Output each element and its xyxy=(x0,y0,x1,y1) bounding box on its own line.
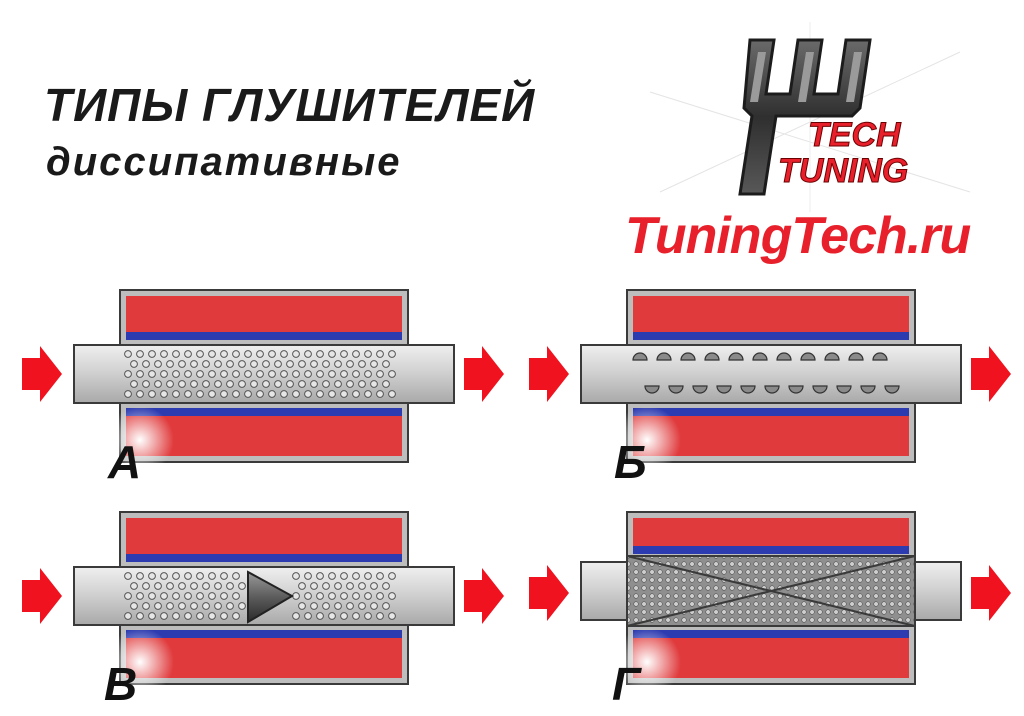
outlet-arrow xyxy=(464,568,504,624)
flow-cone xyxy=(247,570,295,624)
liner-bottom xyxy=(633,630,909,638)
liner-top xyxy=(126,332,402,340)
louver-openings xyxy=(632,352,900,394)
inlet-arrow xyxy=(22,346,62,402)
insulation-top xyxy=(633,296,909,332)
inlet-arrow xyxy=(529,565,569,621)
liner-top xyxy=(633,332,909,340)
outlet-arrow xyxy=(464,346,504,402)
tuningtech-logo: TECH TUNING xyxy=(649,22,971,212)
panel-label-a: А xyxy=(107,436,141,488)
outlet-arrow xyxy=(971,565,1011,621)
logo-text-tuning: TUNING xyxy=(778,152,908,190)
website-label: TuningTech.ru xyxy=(625,207,971,265)
outlet-arrow xyxy=(971,346,1011,402)
muffler-panel-g: Г xyxy=(529,511,1011,710)
inlet-arrow xyxy=(529,346,569,402)
muffler-panel-v: В xyxy=(22,511,504,710)
liner-top xyxy=(633,546,909,554)
page-subtitle: диссипативные xyxy=(46,140,402,184)
panel-label-g: Г xyxy=(612,658,642,710)
panel-label-b: Б xyxy=(614,436,647,488)
inlet-arrow xyxy=(22,568,62,624)
insulation-top xyxy=(633,518,909,546)
insulation-top xyxy=(126,296,402,332)
liner-bottom xyxy=(126,408,402,416)
muffler-panel-a: А xyxy=(22,289,504,488)
logo-text-tech: TECH xyxy=(808,116,902,154)
perforation-holes xyxy=(124,572,396,620)
liner-bottom xyxy=(126,630,402,638)
perforation-holes xyxy=(124,350,396,398)
liner-bottom xyxy=(633,408,909,416)
insulation-top xyxy=(126,518,402,554)
page-title: ТИПЫ ГЛУШИТЕЛЕЙ xyxy=(44,79,536,131)
liner-top xyxy=(126,554,402,562)
panel-label-v: В xyxy=(104,658,137,710)
muffler-panel-b: Б xyxy=(529,289,1011,488)
